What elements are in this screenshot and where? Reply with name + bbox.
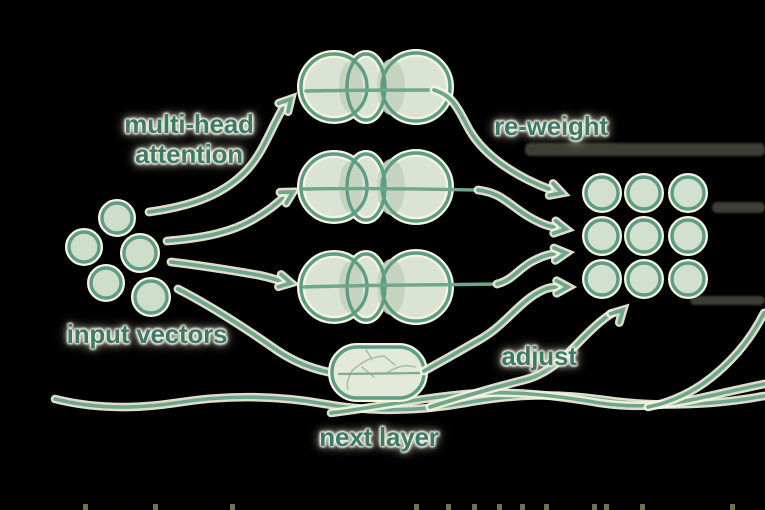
node-sketch-line (351, 355, 385, 372)
caption-letter-tip (520, 504, 525, 510)
arrow-input-to-head1-head (276, 96, 294, 114)
caption-letter-tip (730, 504, 735, 510)
arrow-next-layer-out (422, 285, 559, 373)
caption-letter-tip (230, 504, 235, 510)
output-grid-circle (626, 175, 662, 211)
input-vector-circle (133, 279, 169, 315)
output-grid-circle (670, 261, 706, 297)
label-input-vectors: input vectors (66, 319, 228, 349)
arrow-input-to-head1 (147, 106, 285, 214)
head2-midline (302, 186, 480, 192)
output-grid-circle (626, 218, 662, 254)
arrow-input-to-head2 (165, 196, 285, 243)
label-multi-head-attention: multi-head attention (124, 109, 254, 169)
transparency-artifact-band (690, 296, 765, 305)
node-sketch-line (387, 364, 416, 373)
arrow-head2-out-head (551, 219, 570, 236)
input-vector-circle (67, 230, 101, 264)
output-grid-circle (626, 261, 662, 297)
label-next-layer: next layer (319, 422, 439, 452)
attention-head-1-mid-ellipse (345, 52, 387, 122)
arrow-head3-out-head (552, 246, 570, 263)
output-grid-circle (584, 218, 620, 254)
next-layer-wave-3 (646, 311, 765, 409)
label-multi-head-line1: multi-head (124, 109, 254, 139)
attention-head-1-overlap (339, 61, 363, 113)
transparency-artifact-band (712, 202, 765, 213)
caption-letter-tip (83, 504, 88, 510)
arrow-reweight (432, 88, 551, 191)
next-layer-wave-2 (329, 382, 765, 415)
arrow-head3-out (495, 252, 557, 286)
caption-letter-tip (497, 504, 502, 510)
line-input-to-next-layer (176, 287, 330, 374)
input-vector-circle (89, 266, 123, 300)
output-grid-circle (584, 175, 620, 211)
output-grid-circle (584, 261, 620, 297)
caption-letter-tip (414, 504, 419, 510)
label-adjust: adjust (501, 341, 577, 371)
node-sketch-line (383, 355, 396, 366)
caption-letter-tip (604, 504, 609, 510)
arrow-reweight-head (547, 181, 566, 198)
node-sketch-line (361, 366, 375, 378)
caption-letter-tip (640, 504, 645, 510)
caption-letter-tip (472, 504, 477, 510)
attention-head-1-left-circle (299, 52, 369, 122)
arrow-input-to-head2-head (278, 190, 297, 205)
caption-letter-tip (592, 504, 597, 510)
caption-letter-tip (446, 504, 451, 510)
arrow-input-to-head3-head (276, 272, 295, 289)
input-vector-circle (100, 201, 134, 235)
transparency-artifact-band (525, 143, 765, 156)
output-grid-circle (670, 218, 706, 254)
label-multi-head-line2: attention (135, 139, 243, 169)
caption-letter-tip (153, 504, 158, 510)
arrow-next-layer-out-head (554, 278, 572, 296)
input-vector-circle (122, 235, 158, 271)
head3-midline (302, 282, 499, 289)
arrow-adjust-head (608, 307, 626, 325)
caption-letter-tip (544, 504, 549, 510)
label-re-weight: re-weight (494, 111, 608, 141)
head1-midline (304, 88, 436, 93)
node-sketch-line (346, 370, 353, 390)
output-grid-circle (670, 175, 706, 211)
arrow-input-to-head3 (169, 260, 283, 283)
arrow-adjust (428, 312, 613, 409)
node-midline (337, 371, 422, 376)
arrow-head2-out (476, 188, 556, 229)
node-sketch-line (365, 349, 373, 360)
attention-head-1-right-circle (380, 51, 452, 123)
